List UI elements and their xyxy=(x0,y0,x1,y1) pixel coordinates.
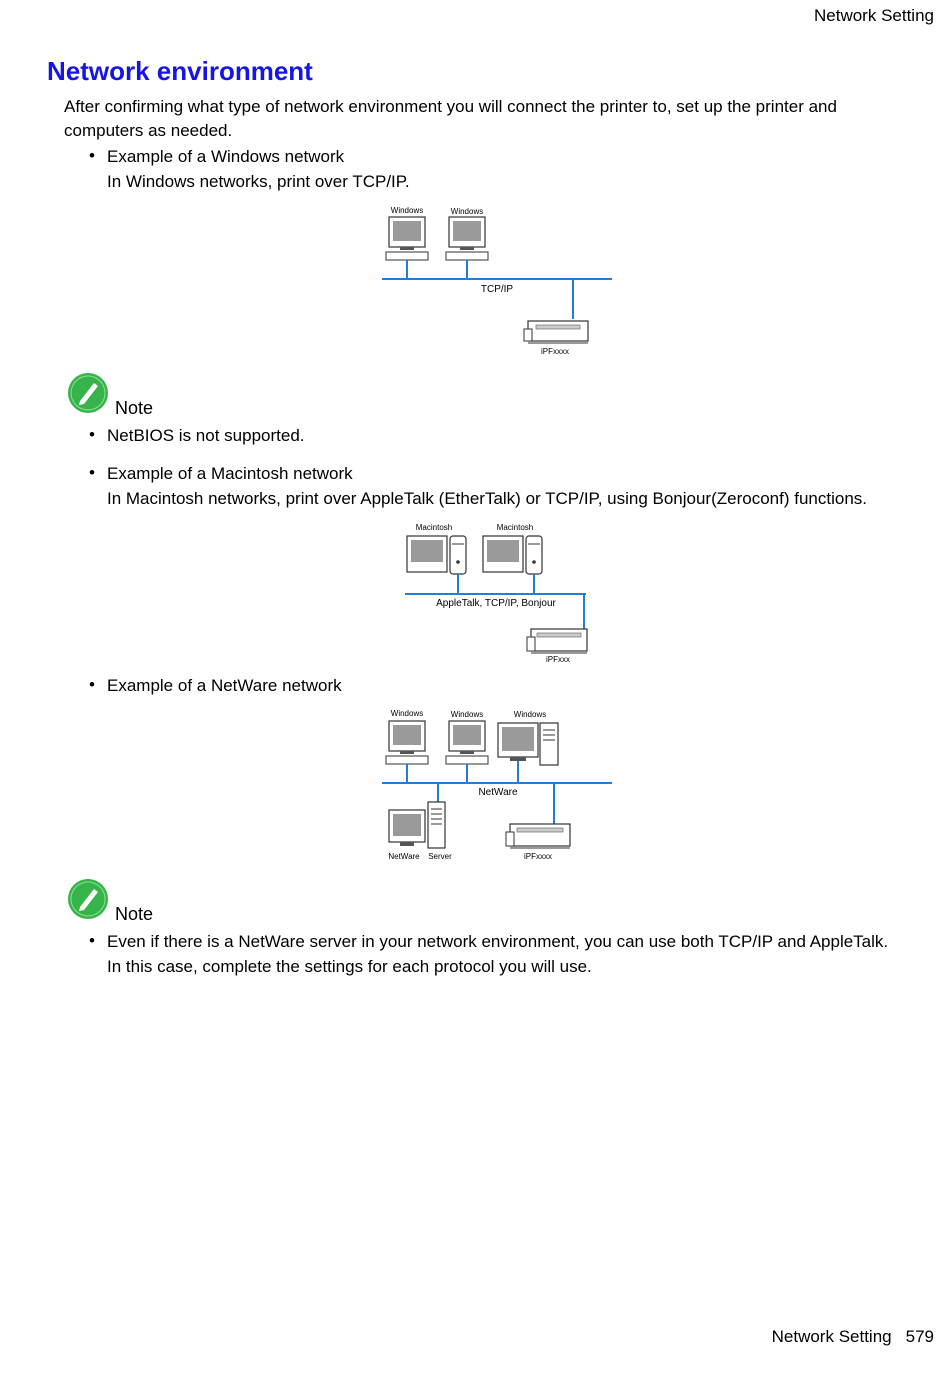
printer-icon xyxy=(526,628,588,654)
bullet-marker: • xyxy=(89,675,95,694)
windows-pc-icon xyxy=(385,720,429,765)
running-header: Network Setting xyxy=(814,6,934,25)
server-label: Server xyxy=(428,852,452,861)
mac-example-heading: Example of a Macintosh network xyxy=(107,464,353,483)
windows-example-text: In Windows networks, print over TCP/IP. xyxy=(107,172,410,191)
windows-example-heading: Example of a Windows network xyxy=(107,147,345,166)
mac-network-diagram: Macintosh Macintosh AppleTalk, TCP/IP, B… xyxy=(405,523,588,664)
windows-network-diagram: Windows Windows TCP/IP iPFxxxx xyxy=(382,206,612,356)
windows-pc-icon xyxy=(445,720,489,765)
pc-label: Windows xyxy=(514,710,546,719)
note-icon xyxy=(68,373,108,413)
macintosh-computer-icon xyxy=(482,535,543,575)
bullet-marker: • xyxy=(89,931,95,950)
printer-label: iPFxxxx xyxy=(541,347,569,356)
mac-label: Macintosh xyxy=(416,523,452,532)
printer-label: iPFxxx xyxy=(546,655,570,664)
note-label: Note xyxy=(115,398,154,418)
page-footer: Network Setting 579 xyxy=(772,1327,934,1347)
macintosh-computer-icon xyxy=(406,535,467,575)
pc-label: Windows xyxy=(391,709,423,718)
windows-pc-icon xyxy=(445,216,489,261)
pc-label: Windows xyxy=(451,710,483,719)
bullet-marker: • xyxy=(89,463,95,482)
pc-label: Windows xyxy=(451,207,483,216)
page-number: 579 xyxy=(905,1327,934,1346)
windows-tower-pc-icon xyxy=(497,722,559,766)
note-text-line-1: Even if there is a NetWare server in you… xyxy=(107,932,889,951)
printer-icon xyxy=(505,823,571,849)
page-title: Network environment xyxy=(47,56,313,86)
note-icon xyxy=(68,879,108,919)
server-label: NetWare xyxy=(388,852,420,861)
netware-server-icon xyxy=(388,801,446,849)
note-text-line-2: In this case, complete the settings for … xyxy=(107,957,592,976)
network-protocol-label: TCP/IP xyxy=(481,284,514,295)
network-protocol-label: AppleTalk, TCP/IP, Bonjour xyxy=(436,598,556,609)
bullet-marker: • xyxy=(89,425,95,444)
netware-example-heading: Example of a NetWare network xyxy=(107,676,342,695)
windows-pc-icon xyxy=(385,216,429,261)
netware-network-diagram: Windows Windows Windows NetWare NetWare … xyxy=(382,709,612,861)
printer-label: iPFxxxx xyxy=(524,852,552,861)
pc-label: Windows xyxy=(391,206,423,215)
mac-label: Macintosh xyxy=(497,523,533,532)
note-text: NetBIOS is not supported. xyxy=(107,426,305,445)
footer-section: Network Setting xyxy=(771,1327,892,1346)
intro-text-line-1: After confirming what type of network en… xyxy=(64,97,837,116)
bullet-marker: • xyxy=(89,146,95,165)
intro-text-line-2: computers as needed. xyxy=(64,121,233,140)
note-label: Note xyxy=(115,904,154,924)
printer-icon xyxy=(523,320,589,344)
mac-example-text: In Macintosh networks, print over AppleT… xyxy=(107,489,867,508)
network-protocol-label: NetWare xyxy=(478,787,518,798)
